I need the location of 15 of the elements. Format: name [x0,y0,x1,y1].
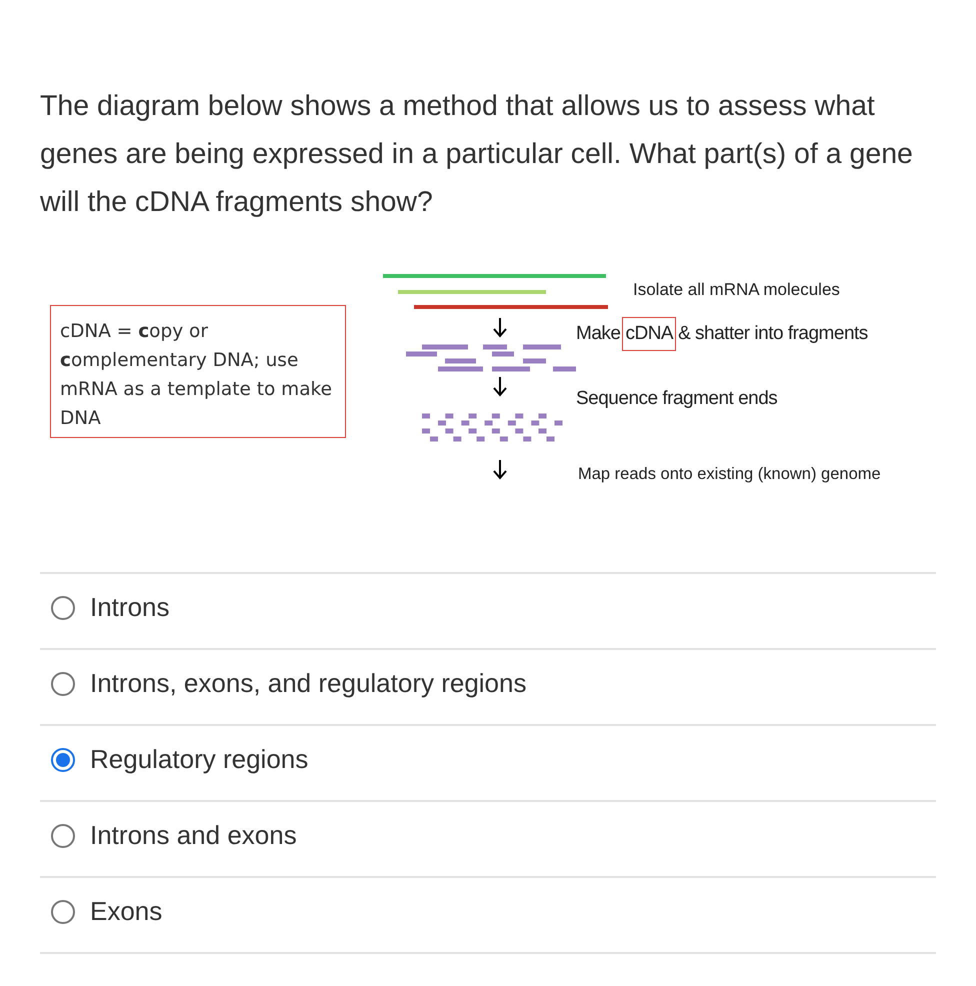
step-text: & shatter into fragments [678,322,868,346]
step-text: Make [576,322,620,346]
answer-option-text: Exons [90,895,162,927]
highlight-box [622,317,676,351]
definition-box [50,305,346,438]
answer-option-text: Introns [90,591,170,623]
answer-option-text: Introns and exons [90,819,297,851]
step-text: Sequence fragment ends [576,387,778,411]
definition-text: cDNA = copy or complementary DNA; use mRNA as a template to make DNA [60,320,333,431]
step-text: Map reads onto existing (known) genome [578,464,881,485]
step-text: Isolate all mRNA molecules [633,279,840,301]
step-text: cDNA [625,322,674,346]
question-text: The diagram below shows a method that allows us to assess what genes are being expressed in a particular cell. What part(s) of a gene will the cDNA fragments show? [40,89,914,220]
answer-option-text: Introns, exons, and regulatory regions [90,667,526,699]
answer-option-text: Regulatory regions [90,743,308,775]
